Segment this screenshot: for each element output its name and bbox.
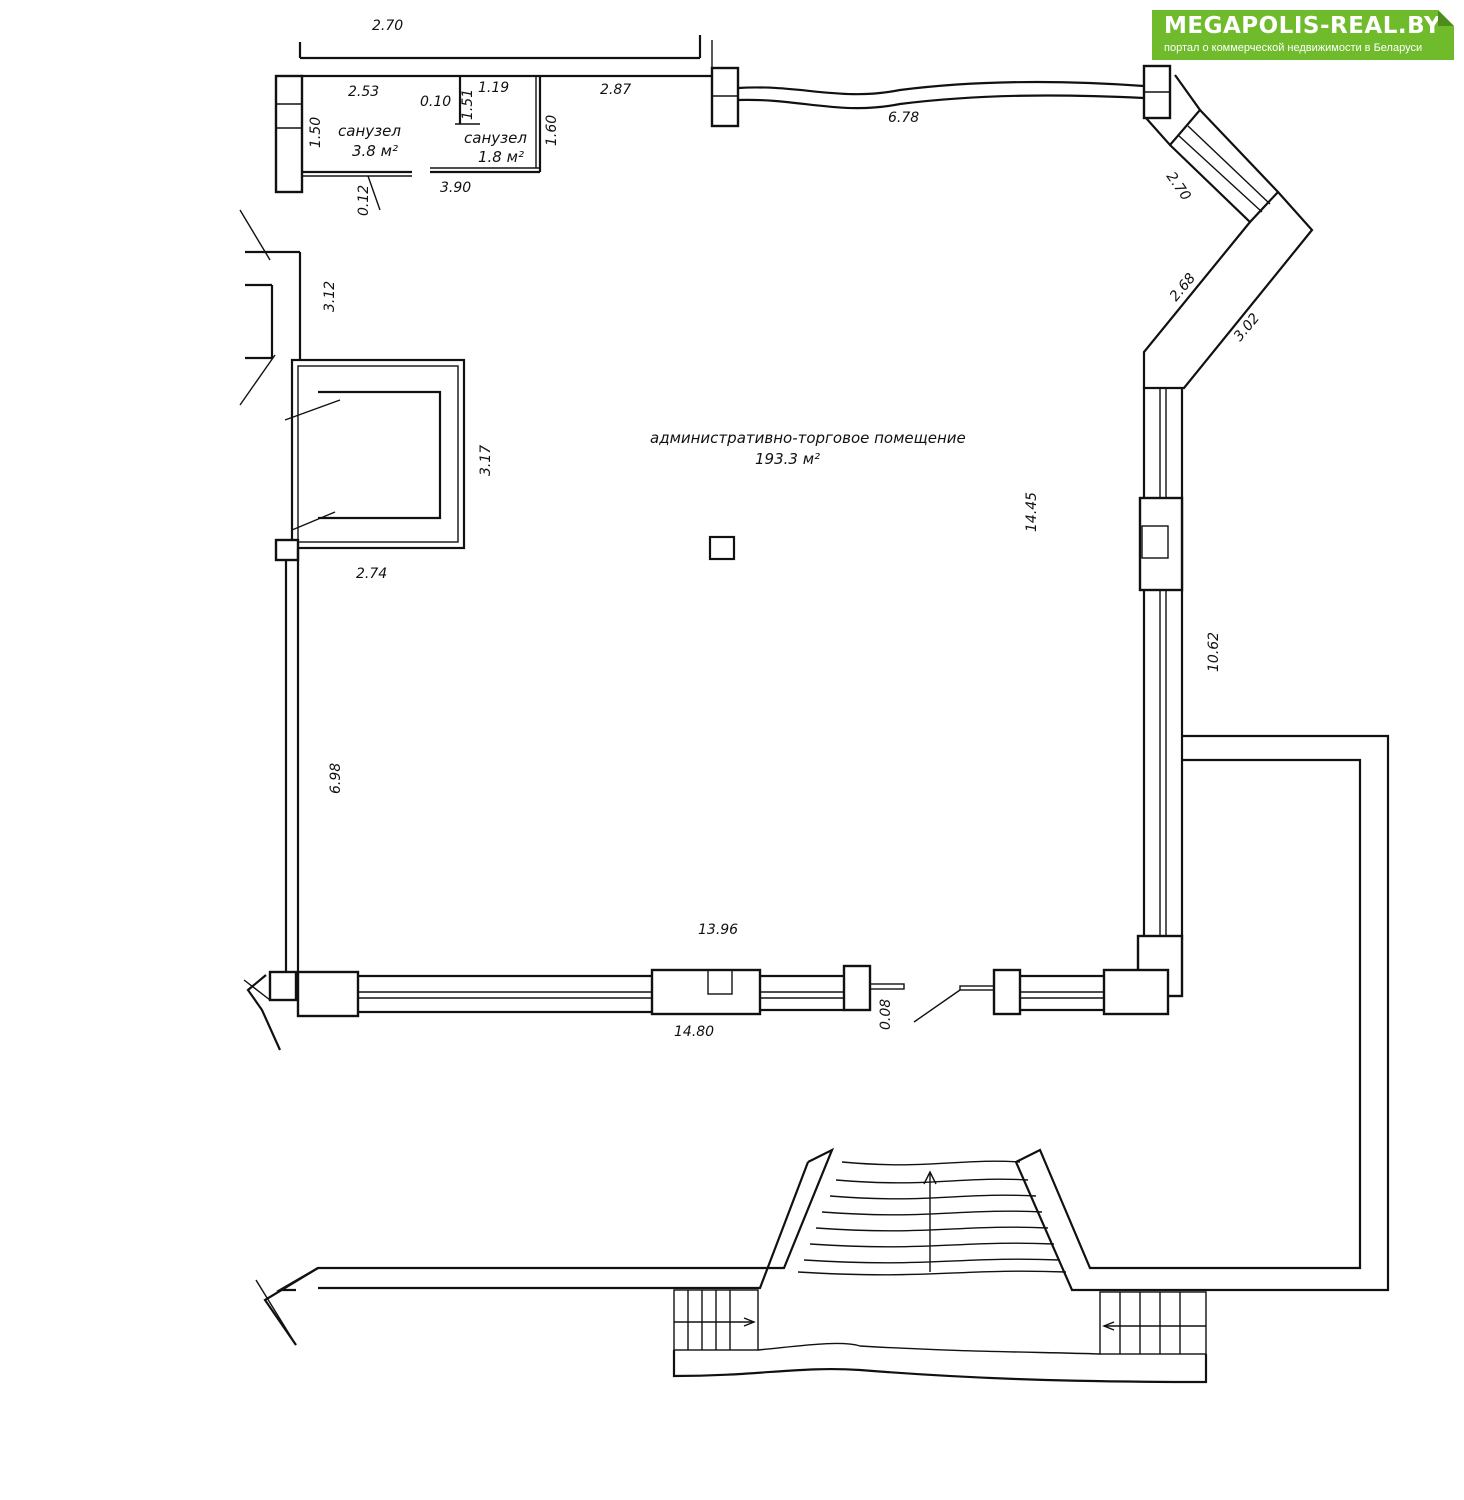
dim-2-74: 2.74 <box>356 566 387 582</box>
site-watermark-logo: MEGAPOLIS-REAL.BY портал о коммерческой … <box>1152 10 1454 60</box>
dim-3-02: 3.02 <box>1231 310 1263 344</box>
dim-0-10: 0.10 <box>420 94 451 110</box>
dim-2-68: 2.68 <box>1167 270 1199 304</box>
bath2-name: санузел <box>464 129 527 147</box>
main-room-name: административно-торговое помещение <box>650 429 966 447</box>
dim-2-70-diagonal: 2.70 <box>1163 169 1194 204</box>
bath1-area: 3.8 м² <box>352 142 398 160</box>
bath2-area: 1.8 м² <box>478 148 524 166</box>
side-staircase-right <box>1099 1291 1207 1355</box>
dim-2-70-top: 2.70 <box>372 18 403 34</box>
dim-14-45: 14.45 <box>1024 492 1040 532</box>
bathroom-partitions <box>302 76 542 211</box>
watermark-brand: MEGAPOLIS-REAL.BY <box>1164 13 1442 39</box>
left-wall <box>243 538 300 1051</box>
side-staircase-left <box>673 1289 759 1351</box>
bath1-name: санузел <box>338 122 401 140</box>
dim-1-60: 1.60 <box>544 115 560 146</box>
dim-10-62: 10.62 <box>1206 632 1222 672</box>
interior-column <box>708 535 736 561</box>
dim-2-53: 2.53 <box>348 84 379 100</box>
top-wall <box>274 35 1172 194</box>
terrace-outline <box>1014 734 1390 1292</box>
dim-3-12: 3.12 <box>322 281 338 312</box>
dim-14-80: 14.80 <box>674 1024 714 1040</box>
main-staircase <box>255 1147 1067 1346</box>
left-upper-wall <box>239 209 302 406</box>
logo-corner-fold-shadow <box>1438 10 1454 26</box>
right-walls <box>1102 74 1314 1016</box>
dim-0-08: 0.08 <box>878 999 894 1030</box>
dim-1-51: 1.51 <box>460 89 476 120</box>
dim-0-12: 0.12 <box>356 185 372 216</box>
main-room-area: 193.3 м² <box>755 450 820 468</box>
dim-3-90: 3.90 <box>440 180 471 196</box>
bottom-wall <box>296 964 1104 1023</box>
dim-13-96: 13.96 <box>698 922 738 938</box>
dim-1-50: 1.50 <box>308 117 324 148</box>
watermark-tagline: портал о коммерческой недвижимости в Бел… <box>1164 42 1423 54</box>
dim-2-87: 2.87 <box>600 82 631 98</box>
dim-6-98: 6.98 <box>328 763 344 794</box>
dim-1-19: 1.19 <box>478 80 509 96</box>
dim-6-78: 6.78 <box>888 110 919 126</box>
column-block <box>284 358 466 550</box>
bottom-platform <box>672 1342 1208 1384</box>
dim-3-17: 3.17 <box>478 445 494 476</box>
